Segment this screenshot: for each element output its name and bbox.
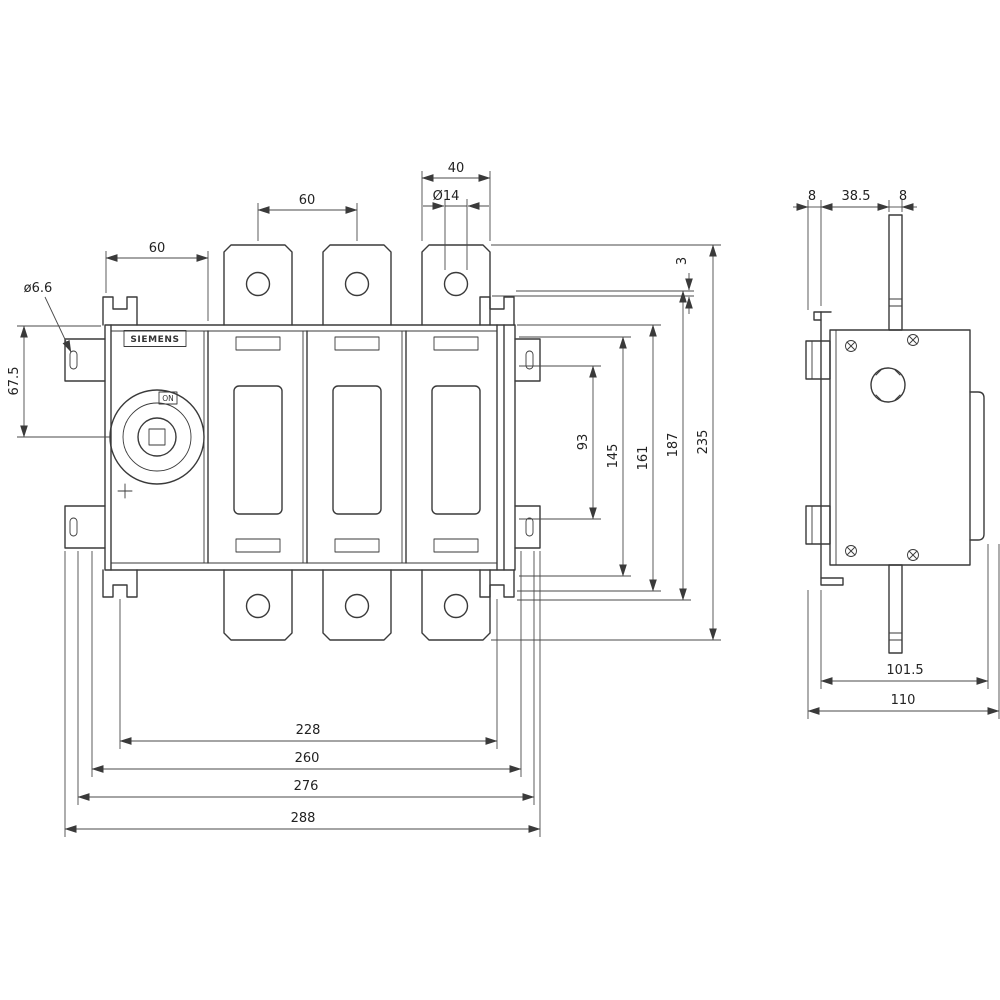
mounting-ear-top-right	[479, 296, 515, 326]
dim-161	[517, 324, 661, 592]
handle-shaft-top	[888, 214, 903, 331]
terminal-tab-bottom-3	[421, 569, 491, 641]
terminal-tab-top-1	[223, 244, 293, 326]
dim-dia14	[423, 199, 489, 270]
dim-60-left	[105, 251, 209, 321]
dim-145-label: 145	[606, 444, 621, 469]
handle-shaft-square	[148, 428, 166, 446]
dim-3-label: 3	[675, 257, 690, 265]
terminal-tab-top-3	[421, 244, 491, 326]
shaft-opening	[870, 367, 906, 403]
dim-187-label: 187	[666, 433, 681, 458]
side-tab-top	[805, 340, 831, 380]
bracket-slot-top-left	[69, 350, 78, 370]
dim-40	[421, 171, 491, 241]
terminal-hole	[245, 271, 271, 297]
front-body	[104, 324, 516, 571]
screw-top-right	[907, 334, 919, 346]
mounting-ear-top-left	[102, 296, 138, 326]
dim-67-5-label: 67.5	[7, 367, 22, 396]
front-view	[64, 244, 541, 641]
side-tab-bottom	[805, 505, 831, 545]
handle-on-box	[158, 391, 178, 405]
dim-60-mid	[257, 203, 358, 241]
bracket-slot-top-right	[525, 350, 534, 370]
dim-side-top	[793, 200, 917, 310]
dim-60-left-label: 60	[149, 241, 166, 256]
terminal-hole	[245, 593, 271, 619]
dim-260-label: 260	[295, 751, 320, 766]
bracket-slot-bottom-right	[525, 517, 534, 537]
brand-plate	[123, 330, 187, 347]
dim-8-right-label: 8	[899, 189, 907, 204]
label-dia6-6-text: ø6.6	[24, 281, 53, 296]
dim-235	[491, 244, 721, 641]
side-cover-plate	[969, 391, 985, 541]
bracket-top-left	[64, 338, 106, 382]
dim-228-label: 228	[296, 723, 321, 738]
dim-101-5-label: 101.5	[886, 663, 923, 678]
bracket-bottom-left	[64, 505, 106, 549]
dim-93	[519, 365, 601, 520]
dim-235-label: 235	[696, 430, 711, 455]
bracket-top-right	[514, 338, 541, 382]
flange-foot	[820, 577, 844, 586]
terminal-tab-top-2	[322, 244, 392, 326]
pole-window-1	[233, 336, 283, 553]
terminal-hole	[344, 271, 370, 297]
bracket-bottom-right	[514, 505, 541, 549]
side-view	[805, 214, 985, 654]
rotary-handle	[109, 389, 205, 499]
dim-3	[492, 273, 694, 314]
dim-101-5	[820, 544, 989, 689]
terminal-hole	[443, 593, 469, 619]
pole-window-3	[431, 336, 481, 553]
dim-40-label: 40	[448, 161, 465, 176]
pole-window-2	[332, 336, 382, 553]
dim-60-mid-label: 60	[299, 193, 316, 208]
terminal-tab-bottom-2	[322, 569, 392, 641]
terminal-hole	[344, 593, 370, 619]
side-body	[829, 329, 971, 566]
screw-bottom-right	[907, 549, 919, 561]
dim-38-5-label: 38.5	[842, 189, 871, 204]
handle-on-label: ON	[162, 394, 174, 403]
dim-187	[516, 290, 694, 601]
screw-top-left	[845, 340, 857, 352]
bracket-slot-bottom-left	[69, 517, 78, 537]
handle-shaft-bottom	[888, 564, 903, 654]
dim-93-label: 93	[576, 434, 591, 451]
dim-161-label: 161	[636, 446, 651, 471]
screw-bottom-left	[845, 545, 857, 557]
dim-110	[807, 544, 1000, 719]
mounting-ear-bottom-left	[102, 569, 138, 598]
dim-276-label: 276	[294, 779, 319, 794]
dim-110-label: 110	[891, 693, 916, 708]
dim-228	[119, 599, 498, 749]
dim-276	[77, 551, 535, 805]
dim-8-left-label: 8	[808, 189, 816, 204]
label-dia6-6	[44, 296, 72, 353]
mounting-ear-bottom-right	[479, 569, 515, 598]
brand-label: SIEMENS	[130, 335, 179, 345]
dim-145	[519, 336, 631, 577]
dim-260	[91, 551, 522, 777]
dim-dia14-label: Ø14	[433, 189, 460, 204]
dim-288-label: 288	[291, 811, 316, 826]
terminal-tab-bottom-1	[223, 569, 293, 641]
terminal-hole	[443, 271, 469, 297]
dim-288	[64, 551, 541, 837]
